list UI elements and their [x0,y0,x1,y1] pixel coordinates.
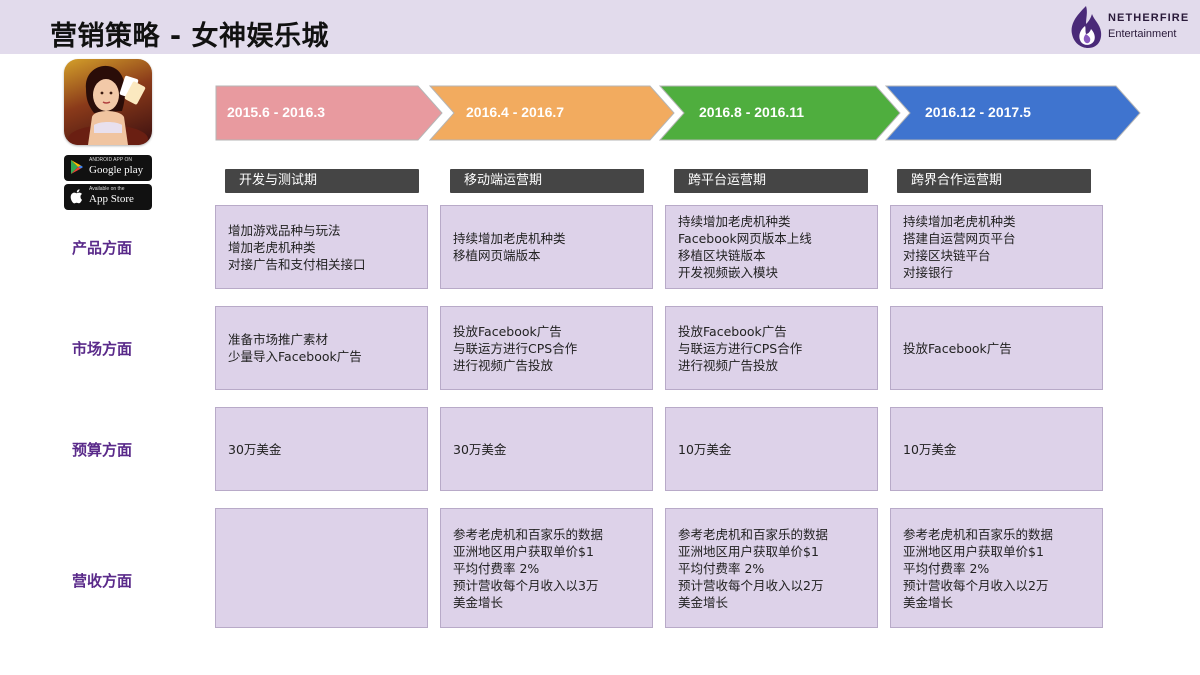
row-label-budget: 预算方面 [71,441,132,459]
cell-line: 30万美金 [228,441,282,457]
company-logo: NETHERFIRE Entertainment [1068,4,1196,50]
revenue-cell-phase-2: 参考老虎机和百家乐的数据 亚洲地区用户获取单价$1 平均付费率 2% 预计营收每… [440,508,653,628]
budget-cell-phase-1: 30万美金 [215,407,428,491]
phase-4-label: 跨界合作运营期 [897,169,1091,193]
phase-3-label: 跨平台运营期 [674,169,868,193]
phase-4-arrow [884,85,1141,141]
row-label-revenue: 营收方面 [71,572,132,590]
cell-line: 美金增长 [903,594,954,610]
cell-line: 与联运方进行CPS合作 [678,340,803,356]
row-label-market: 市场方面 [71,340,132,358]
google-play-badge[interactable]: ANDROID APP ON Google play [64,155,152,181]
cell-line: 对接区块链平台 [903,248,991,263]
cell-line: 投放Facebook广告 [903,340,1012,356]
cell-line: 平均付费率 2% [453,560,540,576]
google-play-text: Google play [89,164,144,176]
cell-line: 美金增长 [453,594,504,610]
cell-line: 增加游戏品种与玩法 [228,222,341,238]
app-icon [64,59,152,145]
flame-icon [1071,6,1102,48]
cell-line: 持续增加老虎机种类 [453,231,566,246]
cell-line: 进行视频广告投放 [678,357,779,373]
cell-line: 亚洲地区用户获取单价$1 [903,543,1044,559]
cell-line: 参考老虎机和百家乐的数据 [678,526,829,542]
app-store-small-text: Available on the [89,186,125,192]
timeline-arrows [215,85,1141,141]
revenue-cell-phase-4: 参考老虎机和百家乐的数据 亚洲地区用户获取单价$1 平均付费率 2% 预计营收每… [890,508,1103,628]
phase-2-arrow [428,85,675,141]
cell-line: 投放Facebook广告 [678,323,787,339]
phase-2-date: 2016.4 - 2016.7 [466,104,565,120]
cell-line: 美金增长 [678,594,729,610]
cell-line: 参考老虎机和百家乐的数据 [903,526,1054,542]
row-label-product: 产品方面 [71,239,132,257]
revenue-cell-phase-1 [215,508,428,628]
cell-line: 开发视频嵌入模块 [678,265,779,280]
logo-name: NETHERFIRE [1108,12,1190,24]
cell-line: 10万美金 [903,441,957,457]
cell-line: 参考老虎机和百家乐的数据 [453,526,604,542]
cell-line: 平均付费率 2% [903,560,990,576]
phase-2-label: 移动端运营期 [450,169,644,193]
cell-line: 与联运方进行CPS合作 [453,340,578,356]
cell-line: 平均付费率 2% [678,560,765,576]
budget-cell-phase-2: 30万美金 [440,407,653,491]
phase-3-arrow [658,85,901,141]
app-store-text: App Store [89,193,134,205]
cell-line: 亚洲地区用户获取单价$1 [678,543,819,559]
apple-icon [70,189,82,204]
cell-line: 对接广告和支付相关接口 [228,256,366,272]
google-play-small-text: ANDROID APP ON [89,157,132,163]
phase-1-label: 开发与测试期 [225,169,419,193]
product-cell-phase-4: 持续增加老虎机种类 搭建自运营网页平台 对接区块链平台 对接银行 [890,205,1103,289]
market-cell-phase-4: 投放Facebook广告 [890,306,1103,390]
cell-line: 预计营收每个月收入以3万 [453,577,599,593]
product-cell-phase-2: 持续增加老虎机种类 移植网页端版本 [440,205,653,289]
cell-line: 搭建自运营网页平台 [903,231,1016,246]
cell-line: 移植区块链版本 [678,248,766,263]
cell-line: 亚洲地区用户获取单价$1 [453,543,594,559]
cell-line: 持续增加老虎机种类 [678,214,791,229]
budget-cell-phase-3: 10万美金 [665,407,878,491]
market-cell-phase-3: 投放Facebook广告 与联运方进行CPS合作 进行视频广告投放 [665,306,878,390]
product-cell-phase-3: 持续增加老虎机种类 Facebook网页版本上线 移植区块链版本 开发视频嵌入模… [665,205,878,289]
header-bar: 营销策略 - 女神娱乐城 NETHERFIRE Entertainment [0,0,1200,54]
product-cell-phase-1: 增加游戏品种与玩法 增加老虎机种类 对接广告和支付相关接口 [215,205,428,289]
logo-subtitle: Entertainment [1108,28,1177,40]
budget-cell-phase-4: 10万美金 [890,407,1103,491]
cell-line: Facebook网页版本上线 [678,231,812,246]
phase-4-date: 2016.12 - 2017.5 [925,104,1031,120]
cell-line: 少量导入Facebook广告 [228,349,362,364]
market-cell-phase-1: 准备市场推广素材 少量导入Facebook广告 [215,306,428,390]
cell-line: 30万美金 [453,441,507,457]
cell-line: 预计营收每个月收入以2万 [678,577,824,593]
page-title: 营销策略 - 女神娱乐城 [50,21,330,52]
phase-1-date: 2015.6 - 2016.3 [227,104,326,120]
cell-line: 准备市场推广素材 [228,332,329,347]
revenue-cell-phase-3: 参考老虎机和百家乐的数据 亚洲地区用户获取单价$1 平均付费率 2% 预计营收每… [665,508,878,628]
google-play-icon [71,160,83,174]
app-store-badge[interactable]: Available on the App Store [64,184,152,210]
cell-line: 投放Facebook广告 [453,323,562,339]
cell-line: 持续增加老虎机种类 [903,214,1016,229]
cell-line: 进行视频广告投放 [453,357,554,373]
phase-1-arrow [215,85,443,141]
cell-line: 10万美金 [678,441,732,457]
market-cell-phase-2: 投放Facebook广告 与联运方进行CPS合作 进行视频广告投放 [440,306,653,390]
cell-line: 增加老虎机种类 [228,239,316,255]
cell-line: 预计营收每个月收入以2万 [903,577,1049,593]
phase-3-date: 2016.8 - 2016.11 [699,104,805,120]
cell-line: 移植网页端版本 [453,248,541,263]
cell-line: 对接银行 [903,265,954,280]
